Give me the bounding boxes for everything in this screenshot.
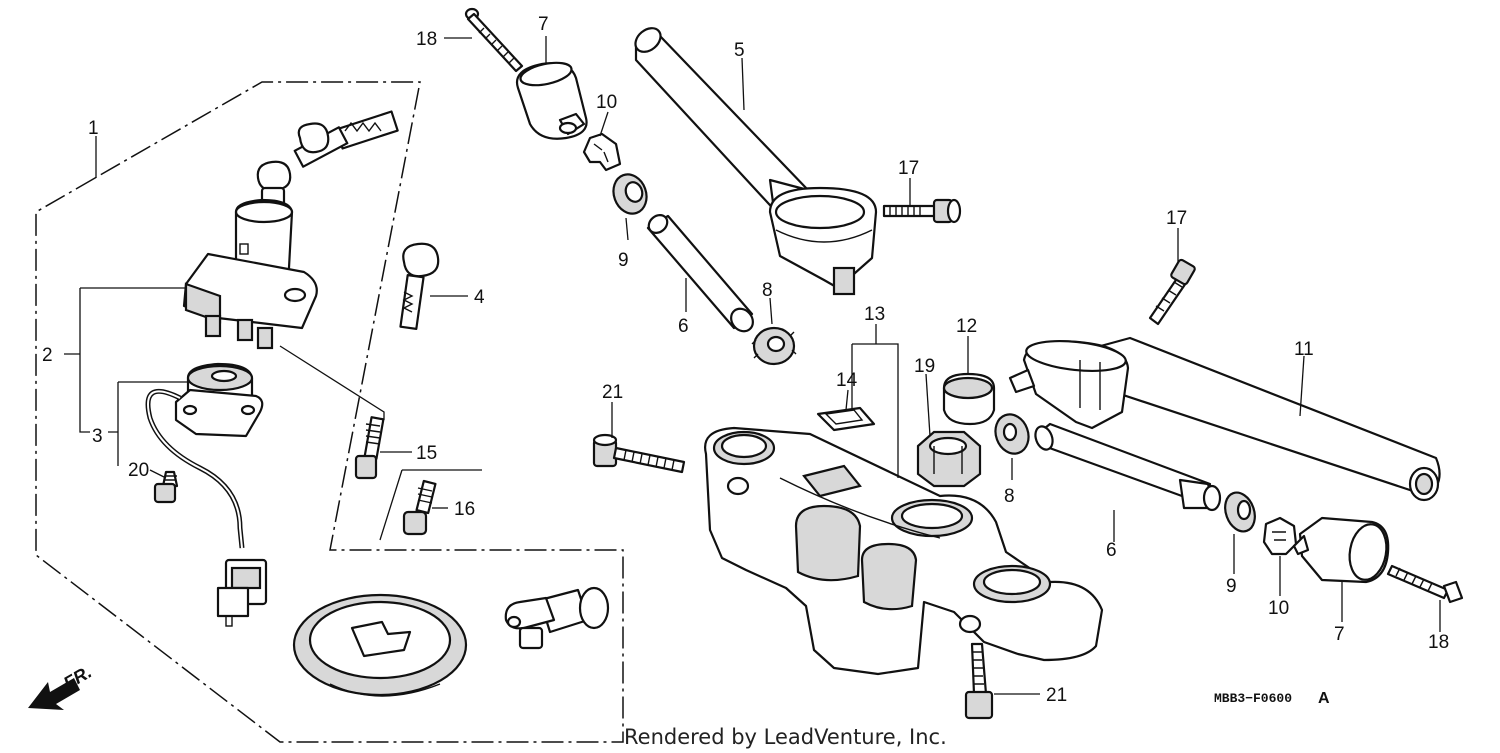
front-direction-arrow: FR.	[28, 662, 95, 710]
callout-21-upper: 21	[602, 382, 623, 403]
plate-14	[816, 406, 876, 432]
bolt-21-lower	[964, 642, 994, 720]
rubber-8-right	[994, 413, 1030, 455]
render-credit: Rendered by LeadVenture, Inc.	[624, 725, 947, 749]
cap-12	[942, 372, 996, 426]
weight-pipe-left	[646, 214, 754, 333]
callout-8-left: 8	[762, 280, 773, 301]
handlebar-left	[634, 27, 878, 296]
callout-6-left: 6	[678, 316, 689, 337]
callout-9-left: 9	[618, 250, 629, 271]
diagram-code-text: MBB3−F0600	[1214, 691, 1292, 706]
diagram-code-suffix: A	[1318, 690, 1330, 707]
callout-21-lower: 21	[1046, 685, 1067, 706]
screw-16	[402, 479, 437, 536]
collar-10-right	[1262, 516, 1298, 556]
weight-pipe-right	[1034, 422, 1222, 512]
seat-lock-cylinder	[504, 586, 610, 650]
callout-14: 14	[836, 370, 858, 391]
callout-15: 15	[416, 443, 437, 464]
bolt-18-right	[1386, 564, 1464, 604]
callout-17-right: 17	[1166, 208, 1187, 229]
ignition-switch	[182, 198, 318, 350]
assembly-1-boundary	[35, 81, 624, 743]
top-bridge	[704, 426, 1104, 676]
callout-18-right: 18	[1428, 632, 1449, 653]
key-switch-unit	[145, 362, 268, 627]
handlebar-right	[1008, 336, 1441, 502]
callout-13: 13	[864, 304, 885, 325]
key-blank	[399, 242, 440, 330]
callout-7-left: 7	[538, 14, 549, 35]
handle-weight-left	[515, 61, 588, 140]
rubber-9-right	[1224, 491, 1256, 533]
bolt-17-right	[1148, 258, 1196, 326]
callout-10-left: 10	[596, 92, 617, 113]
callout-11: 11	[1294, 339, 1314, 360]
callout-7-right: 7	[1334, 624, 1345, 645]
callout-8-right: 8	[1004, 486, 1015, 507]
rubber-8-left	[751, 326, 797, 366]
callout-12: 12	[956, 316, 977, 337]
callout-20: 20	[128, 460, 149, 481]
rubber-9-left	[612, 173, 648, 215]
callout-4: 4	[474, 287, 485, 308]
callout-2: 2	[42, 345, 53, 366]
callout-9-right: 9	[1226, 576, 1237, 597]
diagram-code: MBB3−F0600 A	[1214, 690, 1330, 707]
leader-lines	[64, 36, 1441, 695]
callout-6-right: 6	[1106, 540, 1117, 561]
callouts: 1 2 3 4 5 6 6 7 7 8 8 9 9 10 10 11 12 13…	[42, 14, 1449, 706]
screw-20	[153, 470, 179, 504]
bolt-18-left	[464, 7, 524, 73]
fuel-cap-lock	[292, 593, 468, 697]
screw-15	[354, 416, 385, 480]
callout-3: 3	[92, 426, 103, 447]
collar-10-left	[582, 132, 622, 172]
callout-10-right: 10	[1268, 598, 1289, 619]
bolt-17-upper	[882, 198, 962, 224]
callout-16: 16	[454, 499, 475, 520]
callout-17-upper: 17	[898, 158, 919, 179]
callout-18-left: 18	[416, 29, 437, 50]
callout-1: 1	[88, 118, 99, 139]
callout-19: 19	[914, 356, 935, 377]
stem-nut-19	[916, 430, 982, 488]
bolt-21-upper	[592, 433, 686, 474]
callout-5: 5	[734, 40, 745, 61]
handle-weight-right	[1292, 516, 1390, 584]
